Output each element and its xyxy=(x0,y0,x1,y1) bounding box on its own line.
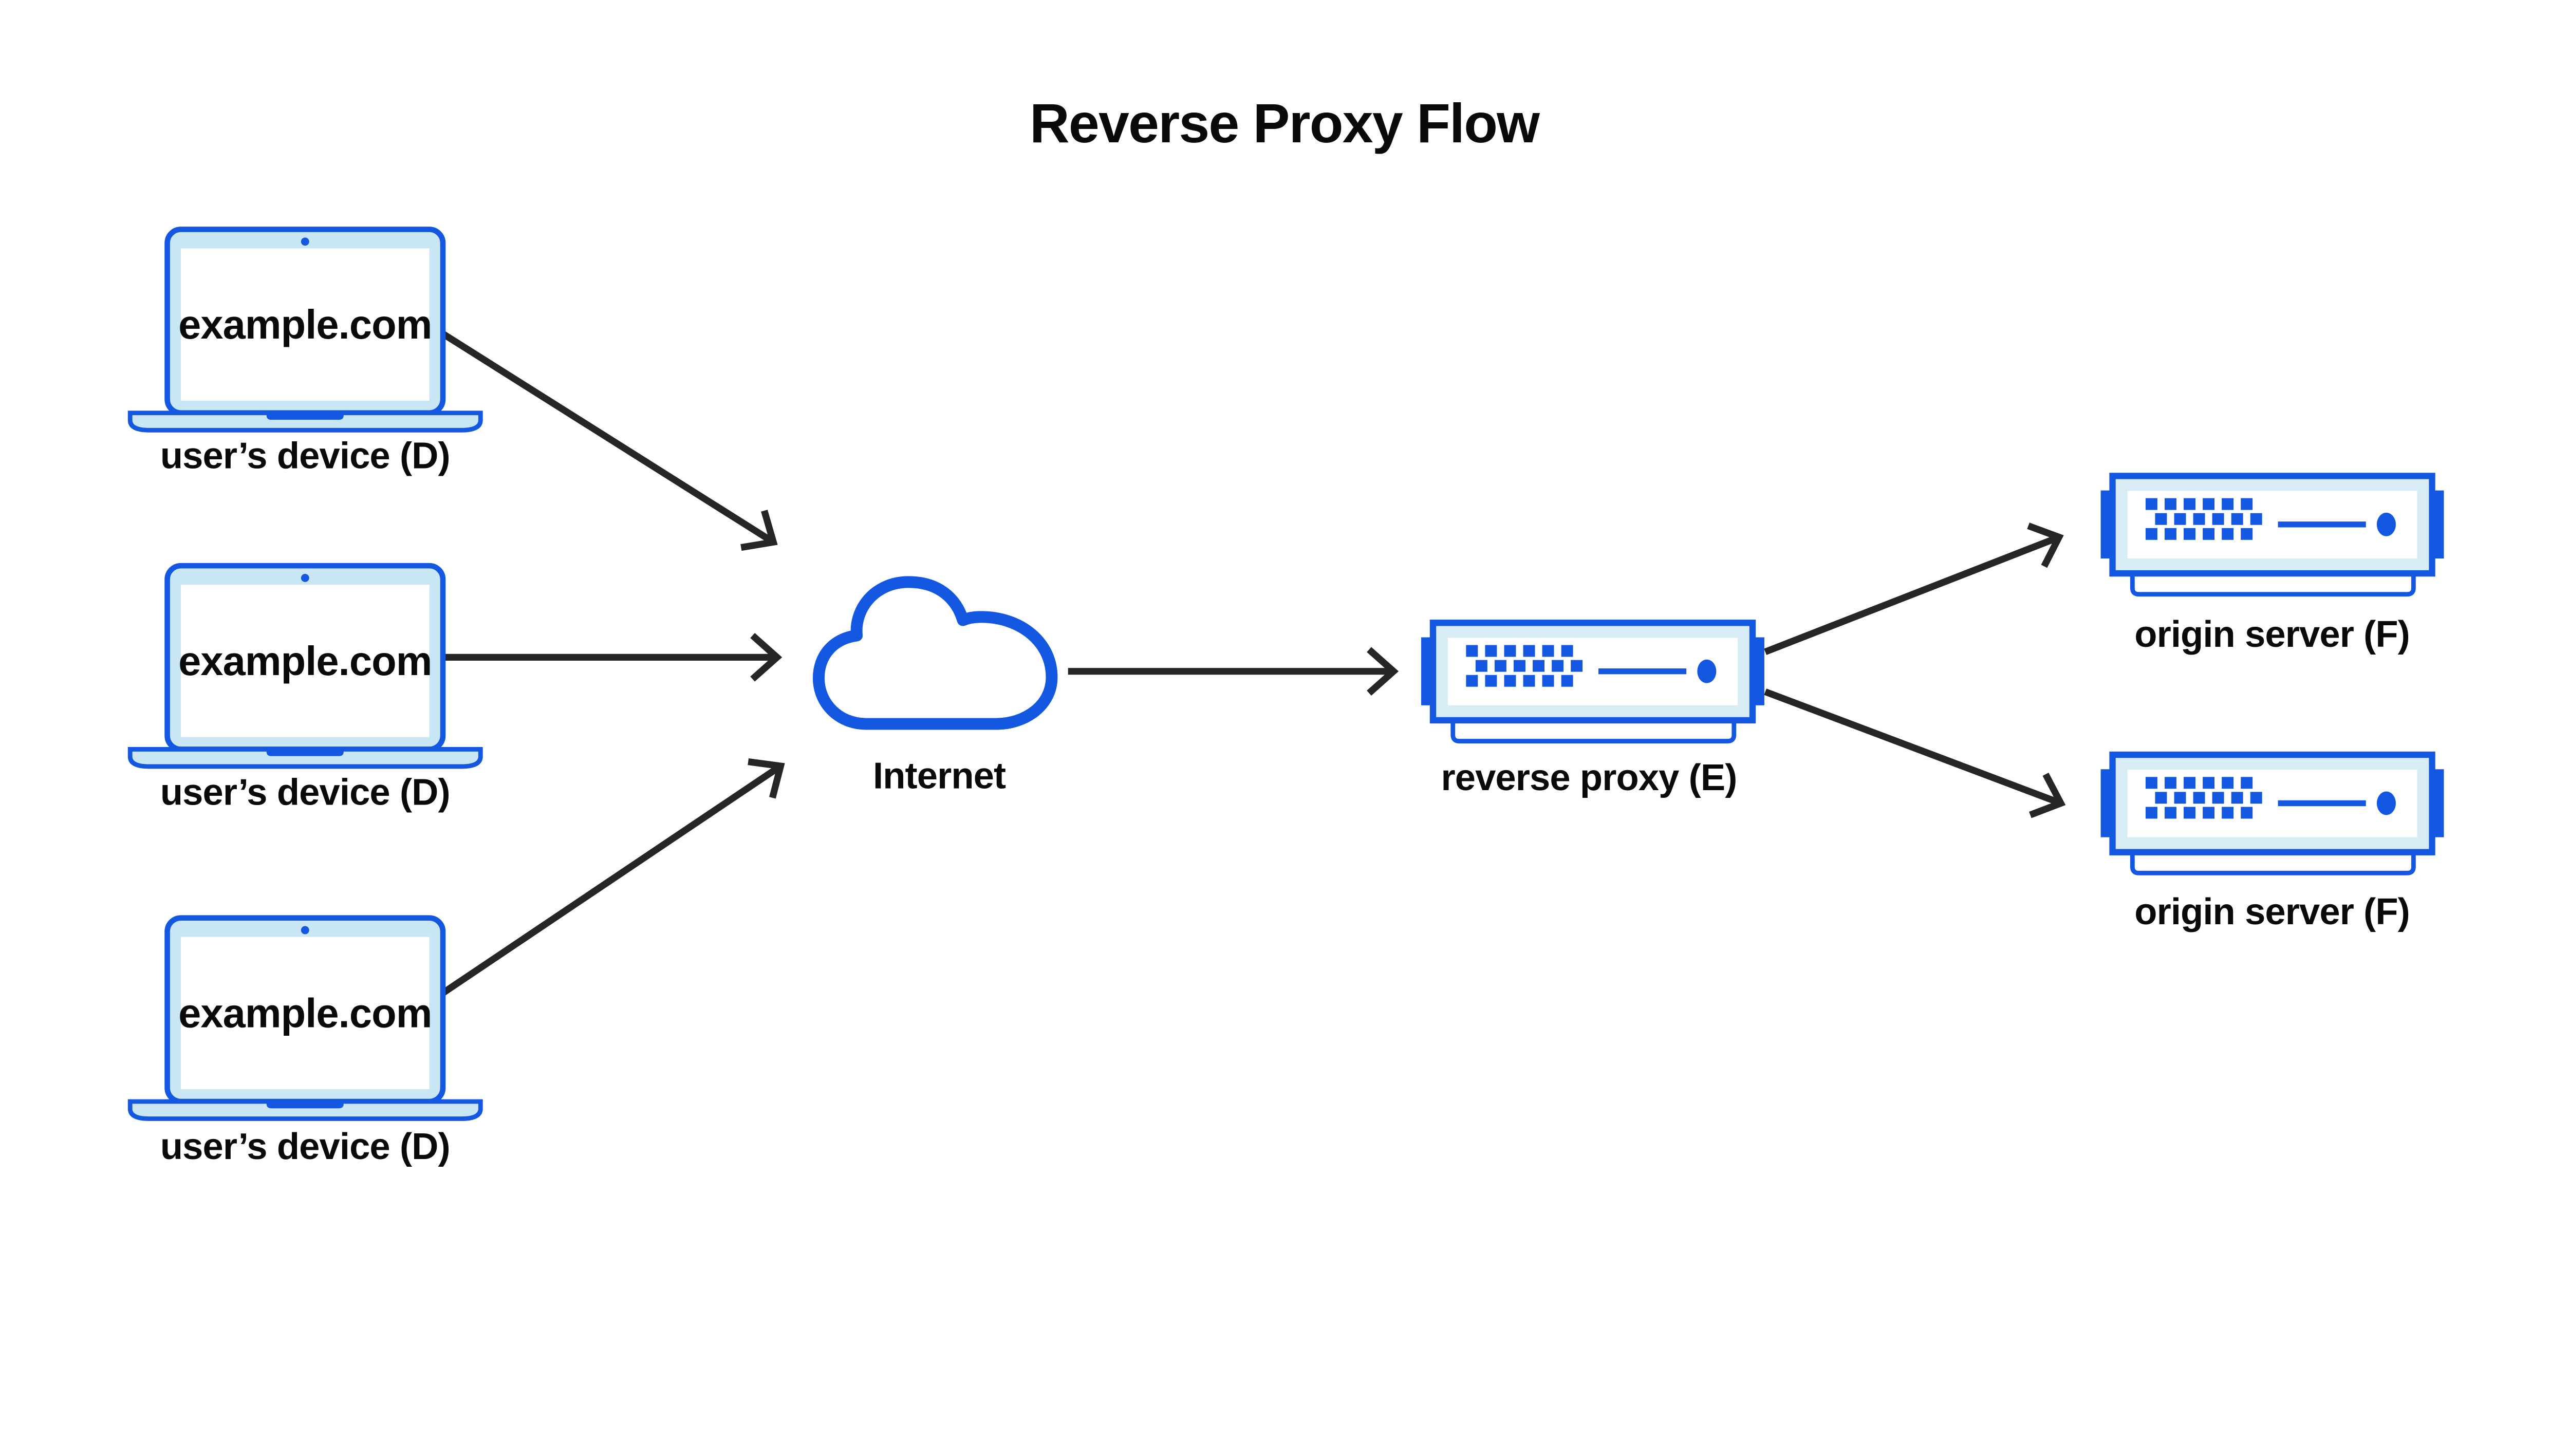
server-icon xyxy=(2101,476,2444,594)
node-user-device-2: example.com user’s device (D) xyxy=(130,566,480,813)
device-label: user’s device (D) xyxy=(160,1126,450,1167)
device-screen-text: example.com xyxy=(178,990,432,1036)
arrow-device1-to-internet xyxy=(441,331,778,551)
arrow-proxy-to-origin2 xyxy=(1764,688,2066,818)
server-icon xyxy=(1421,623,1764,741)
node-reverse-proxy: reverse proxy (E) xyxy=(1421,623,1764,798)
edge-arrows xyxy=(441,331,2066,996)
cloud-icon xyxy=(812,576,1058,730)
node-user-device-3: example.com user’s device (D) xyxy=(130,918,480,1167)
internet-label: Internet xyxy=(873,755,1006,796)
arrow-proxy-to-origin1 xyxy=(1764,522,2064,655)
origin2-label: origin server (F) xyxy=(2134,891,2410,932)
node-origin-server-1: origin server (F) xyxy=(2101,476,2444,655)
proxy-label: reverse proxy (E) xyxy=(1441,757,1737,798)
page-title: Reverse Proxy Flow xyxy=(1030,92,1540,154)
device-screen-text: example.com xyxy=(178,302,432,347)
device-label: user’s device (D) xyxy=(160,772,450,813)
server-icon xyxy=(2101,755,2444,873)
origin1-label: origin server (F) xyxy=(2134,614,2410,655)
diagram-canvas: Reverse Proxy Flow example.com user’s de… xyxy=(127,92,2447,1168)
reverse-proxy-flow-diagram: Reverse Proxy Flow example.com user’s de… xyxy=(127,92,2447,1168)
device-label: user’s device (D) xyxy=(160,436,450,477)
arrow-device3-to-internet xyxy=(441,758,785,996)
node-origin-server-2: origin server (F) xyxy=(2101,755,2444,932)
device-screen-text: example.com xyxy=(178,638,432,684)
node-internet: Internet xyxy=(812,576,1058,796)
node-user-device-1: example.com user’s device (D) xyxy=(130,229,480,477)
